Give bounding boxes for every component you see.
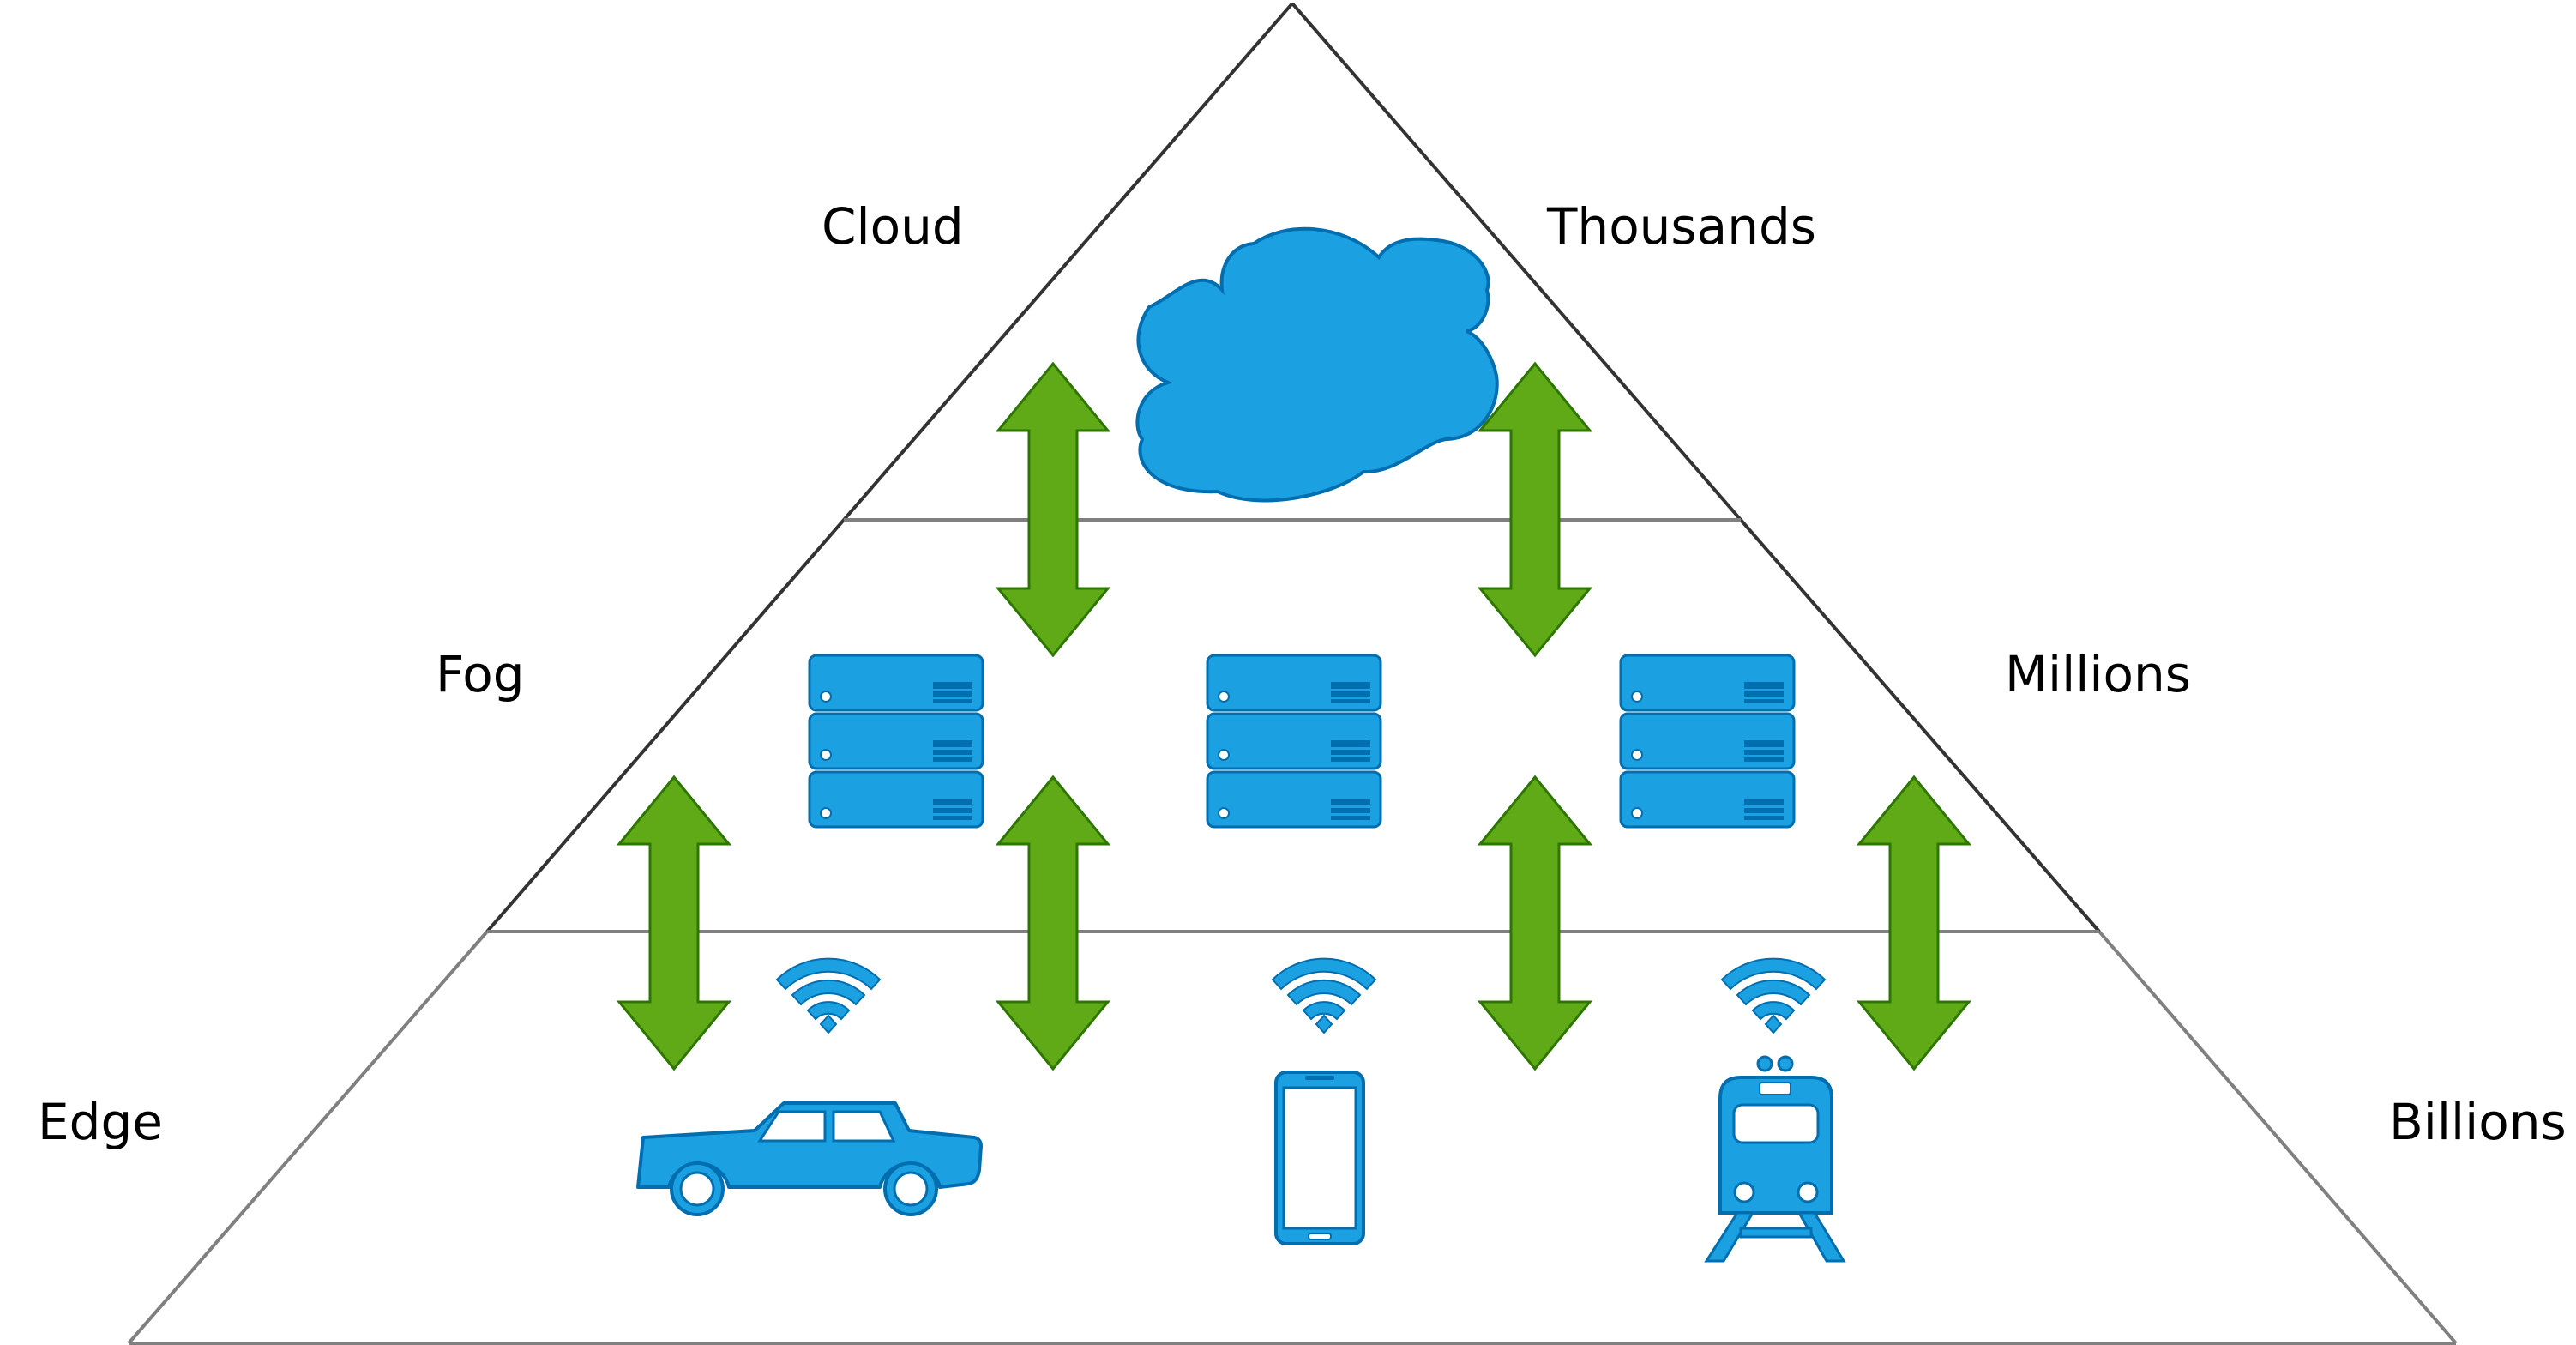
server-rack-icon [810, 655, 983, 827]
fog-edge-arrow-2 [996, 775, 1110, 1071]
fog-tier-label: Fog [436, 645, 525, 703]
fog-edge-arrow-3 [1478, 775, 1592, 1071]
car-icon [636, 1101, 983, 1216]
edge-count-label: Billions [2389, 1093, 2567, 1151]
wifi-signal-icon [1721, 957, 1826, 1034]
cloud-tier-label: Cloud [822, 197, 964, 256]
cloud-icon [1135, 226, 1499, 503]
fog-count-label: Millions [2005, 645, 2191, 703]
train-icon [1704, 1055, 1846, 1263]
server-rack-icon [1207, 655, 1381, 827]
wifi-signal-icon [1272, 957, 1376, 1034]
fog-edge-arrow-4 [1857, 775, 1971, 1071]
cloud-count-label: Thousands [1546, 197, 1816, 256]
cloud-fog-arrow-left [996, 362, 1110, 657]
cloud-fog-arrow-right [1478, 362, 1592, 657]
wifi-signal-icon [776, 957, 881, 1034]
smartphone-icon [1274, 1071, 1365, 1245]
edge-tier-label: Edge [38, 1093, 163, 1151]
pyramid-outline [127, 2, 2458, 1345]
server-rack-icon [1621, 655, 1794, 827]
fog-edge-arrow-1 [617, 775, 731, 1071]
